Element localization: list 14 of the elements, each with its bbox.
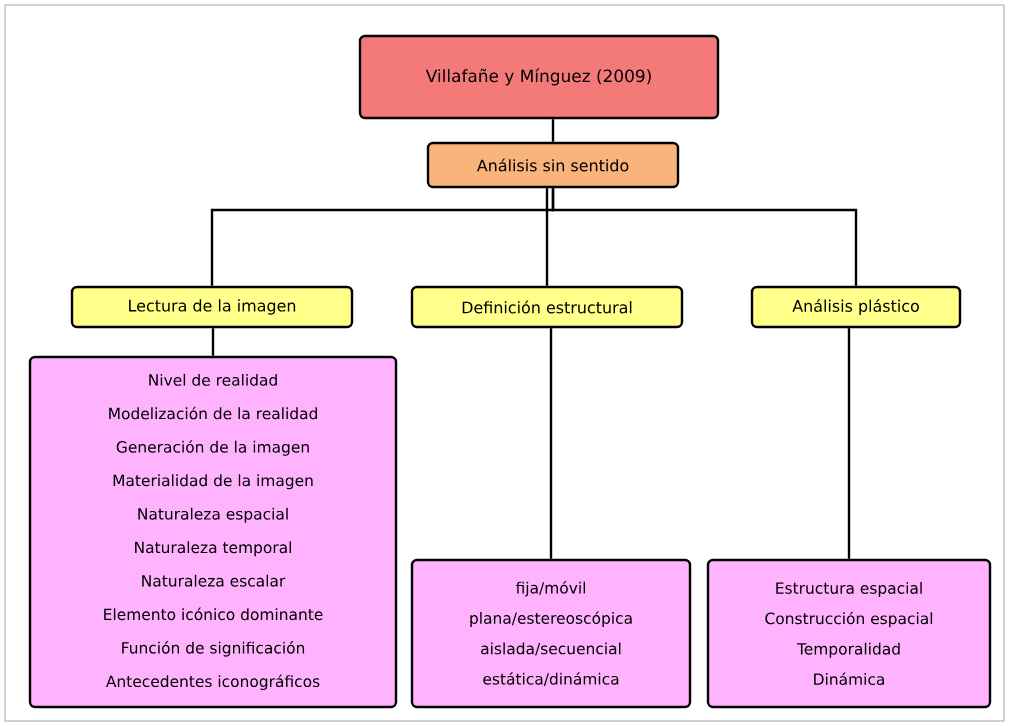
connector-line: [545, 188, 549, 286]
connector-line: [551, 188, 858, 286]
title-box: Villafañe y Mínguez (2009): [358, 34, 720, 120]
branch-box: Análisis plástico: [750, 285, 962, 329]
branch-box: Lectura de la imagen: [70, 285, 354, 329]
connector-line: [211, 328, 215, 356]
connector-line: [549, 328, 553, 559]
list-box: fija/móvil plana/estereoscópica aislada/secuencial estática/dinámica: [410, 558, 692, 709]
list-box: Estructura espacial Construcción espacial Temporalidad Dinámica: [706, 558, 992, 709]
branch-box: Definición estructural: [410, 285, 684, 329]
category-box: Análisis sin sentido: [426, 141, 680, 189]
connector-line: [847, 328, 851, 559]
connector-line: [551, 119, 555, 142]
list-box: Nivel de realidad Modelización de la realidad Generación de la imagen Materialidad de la imagen Naturaleza espacial Naturaleza temporal Naturaleza escalar Elemento icónico dominante Función de significación Antecedentes iconográficos: [28, 355, 398, 709]
